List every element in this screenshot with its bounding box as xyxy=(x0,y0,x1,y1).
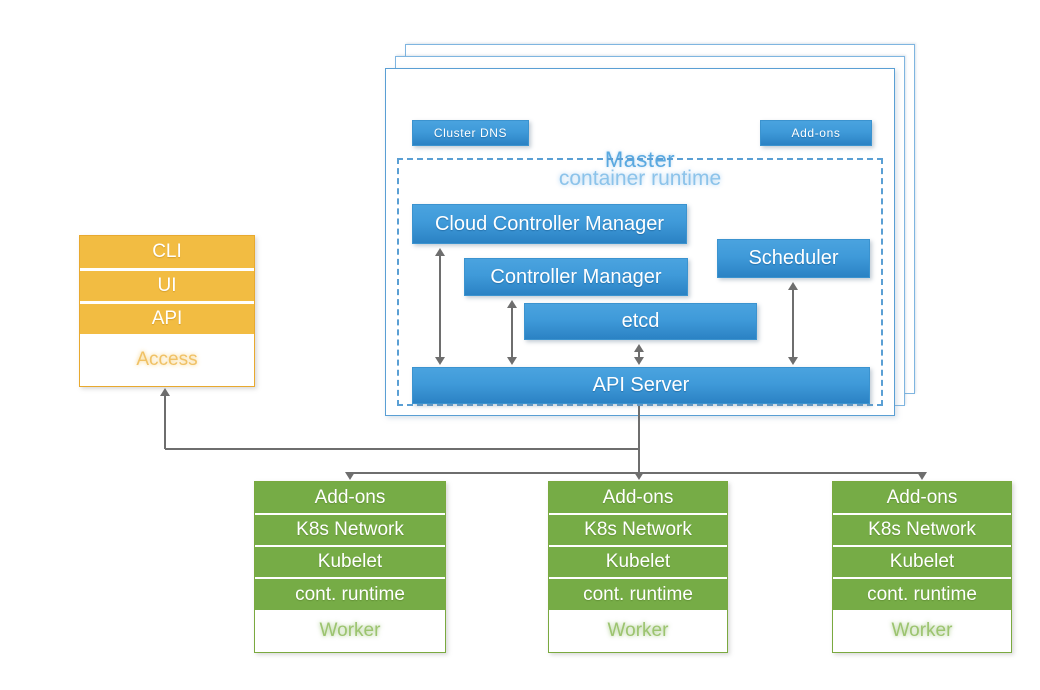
worker-bus-line xyxy=(350,472,922,474)
api-server-trunk-line xyxy=(638,406,640,476)
worker-row-divider-3 xyxy=(255,577,445,579)
cm-arrow-head-down xyxy=(507,357,517,365)
worker-row-divider-1 xyxy=(549,513,727,515)
access-bus-line xyxy=(165,448,640,450)
worker-footer-label: Worker xyxy=(833,610,1011,652)
etcd-api-connector xyxy=(638,351,640,358)
api-server-box[interactable]: API Server xyxy=(412,367,870,404)
master-add-ons-box[interactable]: Add-ons xyxy=(760,120,872,146)
etcd-box[interactable]: etcd xyxy=(524,303,757,340)
worker3-arrow-head xyxy=(917,472,927,480)
access-stack[interactable]: CLI UI API Access xyxy=(79,235,255,387)
worker-row-kubelet[interactable]: Kubelet xyxy=(255,547,445,577)
worker-row-k8s-network[interactable]: K8s Network xyxy=(255,515,445,545)
access-row-api[interactable]: API xyxy=(80,304,254,334)
access-row-ui[interactable]: UI xyxy=(80,271,254,301)
access-riser-line xyxy=(164,396,166,449)
worker-row-cont-runtime[interactable]: cont. runtime xyxy=(549,579,727,610)
worker-row-kubelet[interactable]: Kubelet xyxy=(833,547,1011,577)
worker-node-1[interactable]: Add-ons K8s Network Kubelet cont. runtim… xyxy=(254,481,446,653)
worker-row-k8s-network[interactable]: K8s Network xyxy=(549,515,727,545)
worker-row-kubelet[interactable]: Kubelet xyxy=(549,547,727,577)
worker-row-divider-2 xyxy=(833,545,1011,547)
scheduler-api-connector xyxy=(792,289,794,358)
controller-manager-box[interactable]: Controller Manager xyxy=(464,258,688,296)
worker-row-divider-2 xyxy=(549,545,727,547)
container-runtime-title: container runtime xyxy=(558,167,722,190)
scheduler-arrow-head-up xyxy=(788,282,798,290)
ccm-arrow-head-down xyxy=(435,357,445,365)
worker-row-add-ons[interactable]: Add-ons xyxy=(549,482,727,513)
worker-row-divider-3 xyxy=(549,577,727,579)
access-row-divider-1 xyxy=(80,268,254,271)
etcd-arrow-head-up xyxy=(634,344,644,352)
scheduler-arrow-head-down xyxy=(788,357,798,365)
worker-row-add-ons[interactable]: Add-ons xyxy=(833,482,1011,513)
cm-api-connector xyxy=(511,307,513,358)
scheduler-box[interactable]: Scheduler xyxy=(717,239,870,278)
worker-row-divider-1 xyxy=(833,513,1011,515)
access-row-cli[interactable]: CLI xyxy=(80,236,254,268)
etcd-arrow-head-down xyxy=(634,357,644,365)
ccm-arrow-head-up xyxy=(435,248,445,256)
cm-arrow-head-up xyxy=(507,300,517,308)
access-row-divider-2 xyxy=(80,301,254,304)
worker-row-add-ons[interactable]: Add-ons xyxy=(255,482,445,513)
worker-footer-label: Worker xyxy=(549,610,727,652)
container-runtime-box xyxy=(397,158,883,406)
worker-row-k8s-network[interactable]: K8s Network xyxy=(833,515,1011,545)
worker-row-divider-2 xyxy=(255,545,445,547)
worker-row-cont-runtime[interactable]: cont. runtime xyxy=(833,579,1011,610)
worker-node-3[interactable]: Add-ons K8s Network Kubelet cont. runtim… xyxy=(832,481,1012,653)
ccm-api-connector xyxy=(439,255,441,358)
worker-row-cont-runtime[interactable]: cont. runtime xyxy=(255,579,445,610)
cluster-dns-box[interactable]: Cluster DNS xyxy=(412,120,529,146)
cloud-controller-manager-box[interactable]: Cloud Controller Manager xyxy=(412,204,687,244)
worker-footer-label: Worker xyxy=(255,610,445,652)
api-to-worker2-arrow-head xyxy=(634,472,644,480)
worker-row-divider-1 xyxy=(255,513,445,515)
worker-node-2[interactable]: Add-ons K8s Network Kubelet cont. runtim… xyxy=(548,481,728,653)
worker1-arrow-head xyxy=(345,472,355,480)
worker-row-divider-3 xyxy=(833,577,1011,579)
access-footer-label: Access xyxy=(80,334,254,386)
access-arrow-head xyxy=(160,388,170,396)
